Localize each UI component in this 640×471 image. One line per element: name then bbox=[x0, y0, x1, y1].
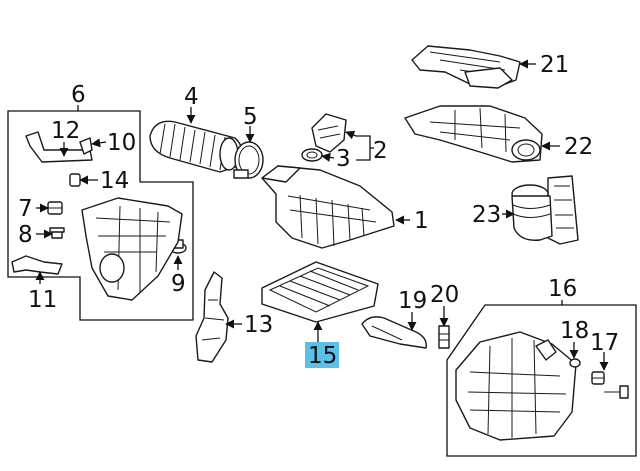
callout-18[interactable]: 18 bbox=[560, 318, 589, 344]
callout-8[interactable]: 8 bbox=[18, 222, 33, 248]
callout-22[interactable]: 22 bbox=[564, 134, 593, 160]
callout-4[interactable]: 4 bbox=[184, 84, 199, 110]
callout-5[interactable]: 5 bbox=[243, 104, 258, 130]
callout-6[interactable]: 6 bbox=[71, 82, 86, 108]
leader-3 bbox=[321, 152, 335, 162]
callout-2[interactable]: 2 bbox=[373, 138, 388, 164]
group-16-frame bbox=[446, 304, 637, 457]
callout-16[interactable]: 16 bbox=[548, 276, 577, 302]
part-4-intake-hose[interactable] bbox=[149, 120, 243, 173]
leader-2c bbox=[345, 130, 357, 140]
part-18-clip[interactable] bbox=[569, 358, 581, 368]
callout-15-highlight bbox=[305, 342, 339, 368]
callout-7[interactable]: 7 bbox=[18, 196, 33, 222]
callout-11[interactable]: 11 bbox=[28, 287, 57, 313]
callout-21[interactable]: 21 bbox=[540, 52, 569, 78]
callout-1[interactable]: 1 bbox=[414, 208, 429, 234]
part-12-bracket[interactable] bbox=[25, 131, 93, 163]
part-22-lower-duct[interactable] bbox=[404, 105, 543, 163]
callout-3[interactable]: 3 bbox=[336, 146, 351, 172]
part-11-lower-bracket[interactable] bbox=[11, 255, 63, 275]
leader-10 bbox=[91, 138, 107, 148]
part-19-hose[interactable] bbox=[361, 316, 427, 349]
callout-13[interactable]: 13 bbox=[244, 312, 273, 338]
bolt-17[interactable] bbox=[604, 385, 629, 399]
part-23-resonator[interactable] bbox=[511, 175, 579, 245]
part-15-air-filter[interactable] bbox=[261, 261, 379, 323]
leader-2 bbox=[356, 135, 371, 161]
callout-12[interactable]: 12 bbox=[51, 118, 80, 144]
part-7-mount[interactable] bbox=[47, 201, 63, 215]
part-20-fitting[interactable] bbox=[438, 325, 450, 349]
callout-15[interactable]: 15 bbox=[308, 343, 337, 369]
callout-14[interactable]: 14 bbox=[100, 168, 129, 194]
part-13-duct-bracket[interactable] bbox=[195, 271, 229, 363]
callout-19[interactable]: 19 bbox=[398, 288, 427, 314]
callout-10[interactable]: 10 bbox=[107, 130, 136, 156]
part-16-lower-housing[interactable] bbox=[455, 331, 577, 441]
part-8-bolt[interactable] bbox=[49, 227, 65, 239]
callout-20[interactable]: 20 bbox=[430, 282, 459, 308]
part-5-hose-clamp[interactable] bbox=[233, 141, 264, 179]
callout-9[interactable]: 9 bbox=[171, 271, 186, 297]
part-14-grommet[interactable] bbox=[69, 173, 81, 187]
part-17-grommet[interactable] bbox=[591, 371, 605, 385]
part-3-o-ring[interactable] bbox=[301, 148, 323, 162]
part-1-air-cleaner-cover[interactable] bbox=[261, 165, 395, 249]
group-6-frame bbox=[7, 110, 194, 321]
part-10-clip[interactable] bbox=[79, 137, 93, 155]
callout-17[interactable]: 17 bbox=[590, 330, 619, 356]
callout-23[interactable]: 23 bbox=[472, 202, 501, 228]
part-2-intake-sensor[interactable] bbox=[311, 113, 347, 153]
part-21-upper-duct[interactable] bbox=[411, 45, 521, 89]
air-cleaner-case[interactable] bbox=[81, 197, 183, 301]
